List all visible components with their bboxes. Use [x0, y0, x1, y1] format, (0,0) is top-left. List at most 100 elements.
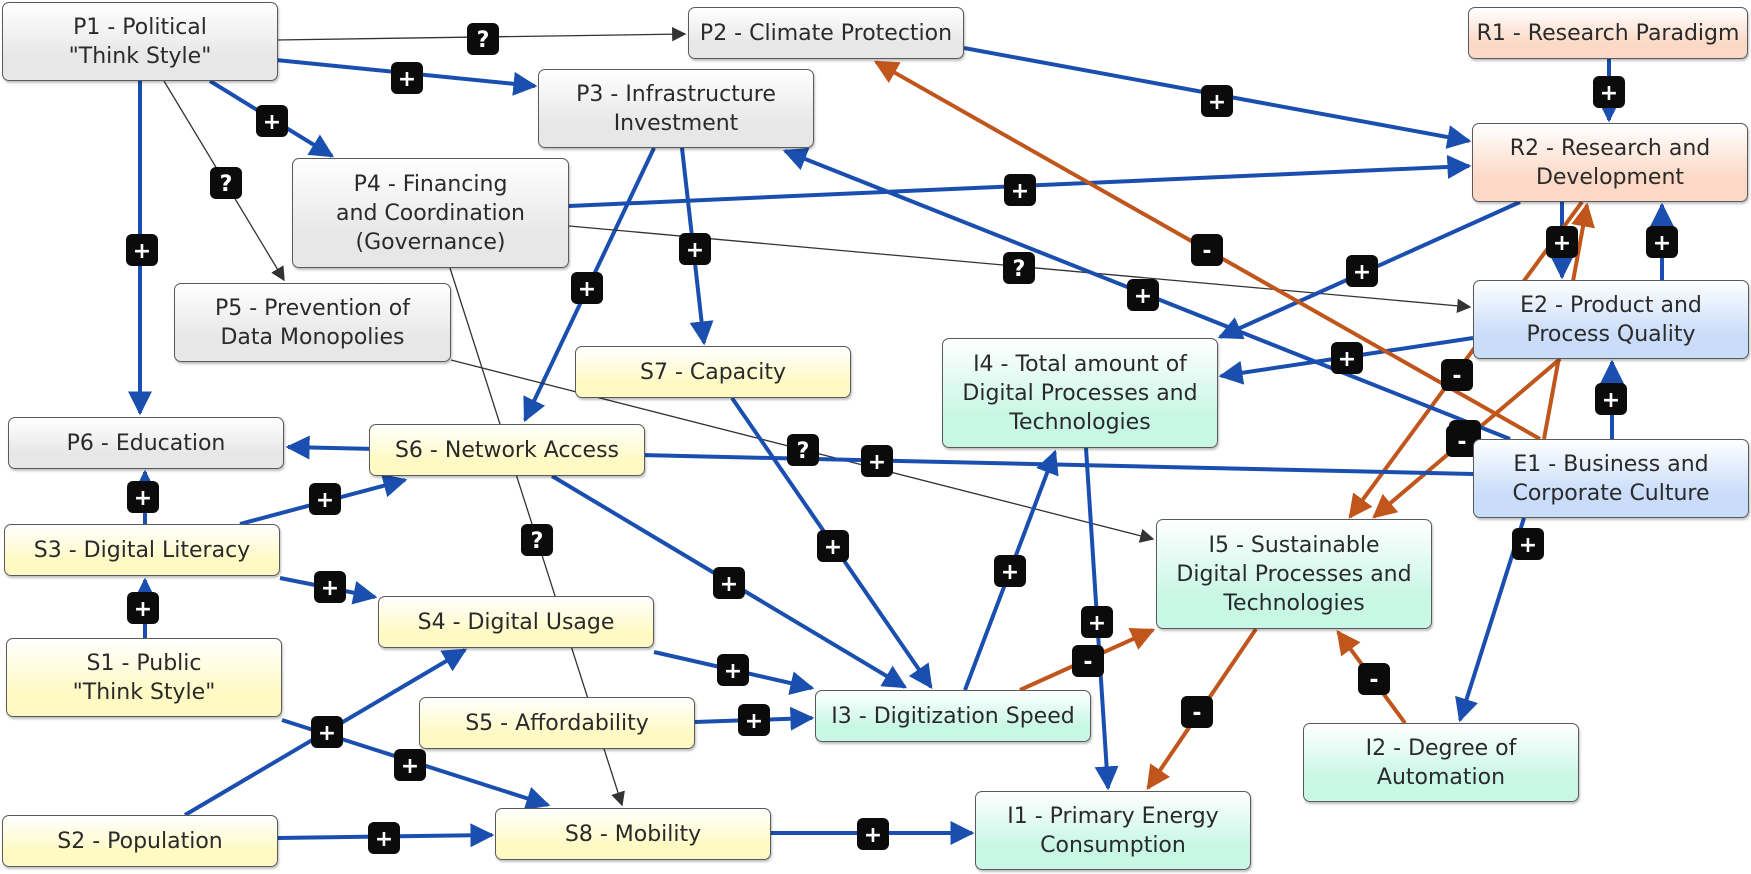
edge-badge-i5-i1: -	[1181, 696, 1213, 728]
edge-badge-p1-p2: ?	[467, 23, 499, 55]
badge-box	[994, 555, 1026, 587]
badge-box	[210, 167, 242, 199]
badge-box	[1358, 663, 1390, 695]
badge-sign: ?	[1013, 257, 1026, 282]
badge-sign: +	[1353, 260, 1371, 285]
node-s5: S5 - Affordability	[419, 697, 695, 749]
badge-box	[127, 592, 159, 624]
edge-badge-s1-s3: +	[127, 592, 159, 624]
badge-box	[1546, 226, 1578, 258]
edge-badge-s4-i3: +	[717, 654, 749, 686]
node-p4: P4 - Financing and Coordination (Governa…	[292, 158, 569, 268]
edge-badge-p4-s8: ?	[521, 524, 553, 556]
edge-badge-e1-e2: +	[1595, 383, 1627, 415]
badge-sign: +	[1553, 231, 1571, 256]
badge-sign: ?	[477, 28, 490, 53]
badge-sign: +	[1001, 560, 1019, 585]
badge-box	[521, 524, 553, 556]
badge-sign: +	[1011, 179, 1029, 204]
edge-badge-e2-r2: +	[1646, 226, 1678, 258]
badge-box	[1003, 252, 1035, 284]
edge-badge-s3-s6: +	[309, 483, 341, 515]
badge-box	[391, 62, 423, 94]
badge-sign: +	[398, 67, 416, 92]
node-e2: E2 - Product and Process Quality	[1473, 280, 1749, 359]
badge-box	[857, 818, 889, 850]
edge-badge-s6-i3: +	[713, 567, 745, 599]
edge-badge-e2-i4: +	[1331, 342, 1363, 374]
badge-box	[1201, 85, 1233, 117]
node-r1: R1 - Research Paradigm	[1468, 7, 1748, 59]
badge-sign: -	[1369, 668, 1378, 693]
node-s4: S4 - Digital Usage	[378, 596, 654, 648]
edge-badge-p1-p4: +	[256, 105, 288, 137]
edge-badge-p1-p6: +	[126, 234, 158, 266]
edge-badge-r2-i4: +	[1346, 255, 1378, 287]
node-p2: P2 - Climate Protection	[688, 7, 964, 59]
node-p3: P3 - Infrastructure Investment	[538, 69, 814, 148]
badge-box	[679, 233, 711, 265]
edge-badge-s1-s8: +	[394, 749, 426, 781]
node-i1: I1 - Primary Energy Consumption	[975, 791, 1251, 870]
badge-box	[314, 571, 346, 603]
badge-sign: -	[1202, 239, 1211, 264]
badge-box	[1181, 696, 1213, 728]
edge-badge-s5-i3: +	[738, 704, 770, 736]
badge-box	[1441, 359, 1473, 391]
badge-sign: +	[401, 754, 419, 779]
edge-badge-s3-p6: +	[127, 481, 159, 513]
badge-sign: -	[1192, 701, 1201, 726]
badge-box	[394, 749, 426, 781]
node-s7: S7 - Capacity	[575, 346, 851, 398]
edge-badge-i2-i5: -	[1358, 663, 1390, 695]
node-i2: I2 - Degree of Automation	[1303, 723, 1579, 802]
badge-sign: +	[1653, 231, 1671, 256]
edge-badge-i3-i4: +	[994, 555, 1026, 587]
badge-box	[717, 654, 749, 686]
edge-badge-p2-r2: +	[1201, 85, 1233, 117]
edge-badge-e1-r2: -	[1446, 425, 1478, 457]
node-s2: S2 - Population	[2, 815, 278, 867]
edge-badge-p3-s7: +	[679, 233, 711, 265]
badge-sign: +	[375, 827, 393, 852]
node-r2: R2 - Research and Development	[1472, 123, 1748, 202]
edge-badge-e1-p3: +	[1127, 279, 1159, 311]
badge-box	[1512, 528, 1544, 560]
badge-box	[1072, 645, 1104, 677]
badge-sign: +	[321, 576, 339, 601]
node-i5: I5 - Sustainable Digital Processes and T…	[1156, 519, 1432, 629]
badge-sign: +	[720, 572, 738, 597]
edge-badge-s7-i3: +	[817, 530, 849, 562]
badge-box	[1331, 342, 1363, 374]
badge-box	[861, 445, 893, 477]
badge-sign: +	[824, 535, 842, 560]
badge-box	[126, 234, 158, 266]
node-s8: S8 - Mobility	[495, 808, 771, 860]
badge-box	[738, 704, 770, 736]
edge-badge-p1-p5: ?	[210, 167, 242, 199]
node-s6: S6 - Network Access	[369, 424, 645, 476]
edge-badge-r1-r2: +	[1593, 76, 1625, 108]
badge-box	[1191, 234, 1223, 266]
edge-badge-p3-s6: +	[571, 272, 603, 304]
badge-sign: +	[318, 721, 336, 746]
node-p6: P6 - Education	[8, 417, 284, 469]
badge-sign: +	[1208, 90, 1226, 115]
badge-box	[713, 567, 745, 599]
badge-sign: +	[745, 709, 763, 734]
node-p1: P1 - Political "Think Style"	[2, 2, 278, 81]
badge-sign: +	[316, 488, 334, 513]
badge-box	[1593, 76, 1625, 108]
badge-sign: +	[724, 659, 742, 684]
edge-badge-r2-e2: +	[1546, 226, 1578, 258]
edge-badge-p4-r2: +	[1004, 174, 1036, 206]
badge-box	[311, 716, 343, 748]
edge-badge-r2-i5: -	[1441, 359, 1473, 391]
node-s1: S1 - Public "Think Style"	[6, 638, 282, 717]
badge-box	[817, 530, 849, 562]
edge-badge-e1-i2: +	[1512, 528, 1544, 560]
badge-sign: +	[868, 450, 886, 475]
badge-sign: +	[263, 110, 281, 135]
edge-badge-p4-e2: ?	[1003, 252, 1035, 284]
